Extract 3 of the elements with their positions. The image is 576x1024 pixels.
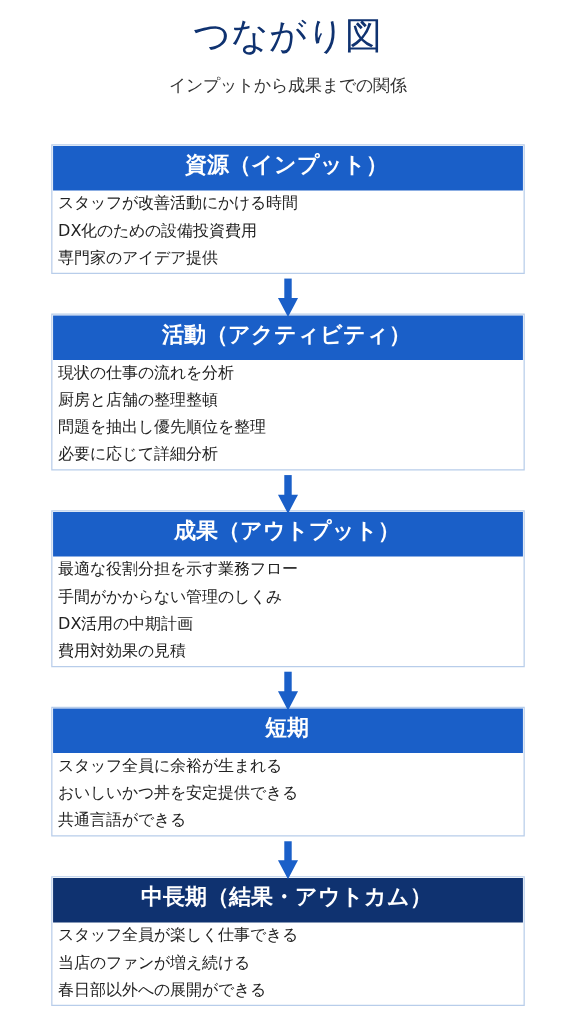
label: インプットから成果までの関係 xyxy=(169,75,407,96)
arrow xyxy=(277,671,299,711)
diagram-title: つながり図 xyxy=(193,14,383,58)
